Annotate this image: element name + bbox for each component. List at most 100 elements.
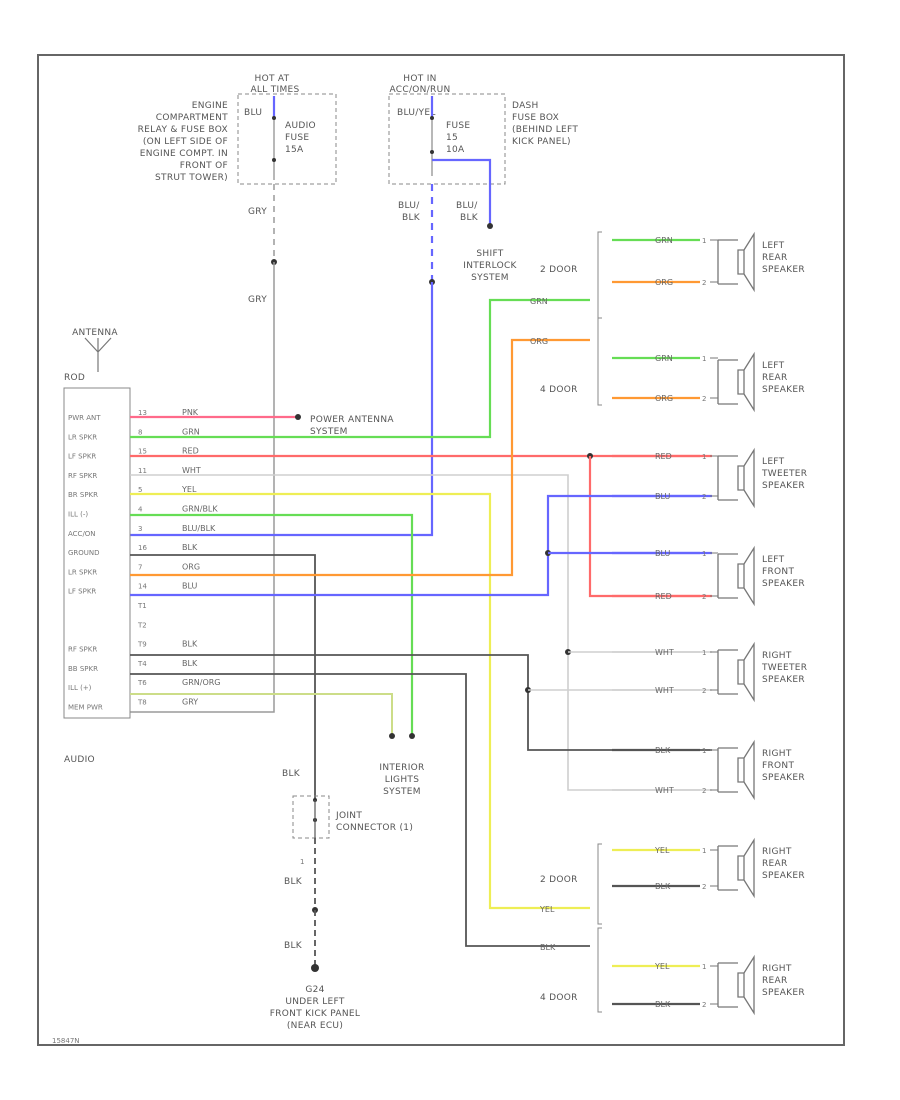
gry-wire: [130, 262, 275, 713]
pin-label: ACC/ON: [68, 530, 96, 538]
blk-rf-wire: [130, 654, 712, 751]
svg-text:(NEAR ECU): (NEAR ECU): [287, 1021, 343, 1031]
fuse-box-dashed: [237, 93, 337, 185]
speaker-label: RIGHT: [762, 964, 792, 974]
wire-color-label: GRN/BLK: [182, 505, 218, 514]
location-line-2: COMPARTMENT: [156, 113, 228, 123]
svg-text:BLK: BLK: [284, 877, 303, 887]
speaker-label: SPEAKER: [762, 675, 805, 685]
svg-text:UNDER LEFT: UNDER LEFT: [285, 997, 344, 1007]
location-line-7: STRUT TOWER): [155, 173, 228, 183]
svg-text:ROD: ROD: [64, 373, 85, 383]
speaker-wire-label: ORG: [655, 278, 673, 287]
speaker-label: TWEETER: [761, 663, 807, 673]
svg-text:HOT IN: HOT IN: [403, 74, 436, 84]
speaker-icon: [717, 351, 755, 413]
speaker-label: RIGHT: [762, 651, 792, 661]
pin-number: 8: [138, 428, 142, 436]
pin-label: ILL (+): [68, 684, 92, 692]
location-line-3: RELAY & FUSE BOX: [138, 125, 228, 135]
location-line-1: ENGINE: [192, 101, 228, 111]
pin-number: 1: [702, 355, 706, 363]
speaker-wire-label: BLU: [655, 492, 671, 501]
red-wire-2: [588, 456, 712, 598]
svg-text:POWER ANTENNA: POWER ANTENNA: [310, 415, 394, 425]
pin-label: MEM PWR: [68, 704, 103, 712]
svg-text:FUSE: FUSE: [446, 121, 470, 131]
pin-number: T1: [137, 602, 147, 610]
pin-number: 1: [702, 550, 706, 558]
svg-text:SYSTEM: SYSTEM: [310, 427, 348, 437]
pin-number: 13: [138, 409, 147, 417]
speaker-wire-label: YEL: [654, 962, 670, 971]
speaker-icon: [717, 739, 755, 801]
wht-wire: [130, 474, 712, 791]
pin-number: 2: [702, 787, 706, 795]
pin-number: 1: [702, 649, 706, 657]
speaker-wire-label: ORG: [655, 394, 673, 403]
svg-text:DASH: DASH: [512, 101, 539, 111]
pin-label: ILL (-): [68, 511, 88, 519]
pin-label: LF SPKR: [68, 588, 96, 596]
speaker-wire-label: BLK: [655, 1000, 671, 1009]
speaker-label: SPEAKER: [762, 988, 805, 998]
shift-interlock-1: SHIFT: [476, 249, 503, 259]
pin-number: 3: [138, 525, 142, 533]
speaker-wire-label: WHT: [655, 786, 674, 795]
pin-label: LF SPKR: [68, 453, 96, 461]
speaker-wire-label: WHT: [655, 648, 674, 657]
grn-wire: [130, 298, 590, 439]
speaker-label: REAR: [762, 373, 788, 383]
svg-text:BLU/YEL: BLU/YEL: [397, 108, 436, 118]
wire-color-label: BLU: [182, 582, 198, 591]
svg-text:4 DOOR: 4 DOOR: [540, 993, 578, 1003]
svg-text:BLU/: BLU/: [398, 201, 420, 211]
speaker-label: REAR: [762, 253, 788, 263]
pin-number: 1: [702, 237, 706, 245]
pin-number: T2: [137, 621, 147, 629]
org-wire: [130, 338, 590, 577]
audio-unit: [63, 387, 131, 719]
wire-color-label: BLK: [182, 659, 198, 668]
svg-text:BLK: BLK: [284, 941, 303, 951]
grn-blk-wire: [130, 513, 414, 736]
svg-text:10A: 10A: [446, 145, 465, 155]
svg-text:ACC/ON/RUN: ACC/ON/RUN: [389, 85, 450, 95]
blk-rr-wire: [130, 673, 590, 947]
svg-text:BLU/: BLU/: [456, 201, 478, 211]
pin-label: GROUND: [68, 549, 100, 557]
pin-number: 2: [702, 279, 706, 287]
pin-number: 2: [702, 493, 706, 501]
pin-number: 5: [138, 486, 142, 494]
speaker-label: LEFT: [762, 361, 785, 371]
speaker-label: TWEETER: [761, 469, 807, 479]
svg-text:FRONT KICK PANEL: FRONT KICK PANEL: [270, 1009, 360, 1019]
svg-text:(BEHIND LEFT: (BEHIND LEFT: [512, 125, 578, 135]
svg-text:CONNECTOR (1): CONNECTOR (1): [336, 823, 413, 833]
pin-number: 15: [138, 448, 147, 456]
joint-connector: [292, 795, 330, 839]
svg-text:KICK PANEL): KICK PANEL): [512, 137, 571, 147]
speaker-wire-label: BLK: [655, 746, 671, 755]
speaker-label: REAR: [762, 976, 788, 986]
pin-number: 4: [138, 506, 143, 514]
svg-text:ORG: ORG: [530, 337, 548, 346]
pin-number: T6: [137, 679, 147, 687]
speaker-wire-label: RED: [655, 592, 672, 601]
speaker-label: LEFT: [762, 457, 785, 467]
speaker-label: SPEAKER: [762, 481, 805, 491]
fuse-label-1: AUDIO: [285, 121, 316, 131]
wire-label: BLU: [244, 108, 262, 118]
svg-text:15: 15: [446, 133, 458, 143]
hot-label-line-2: ALL TIMES: [250, 85, 299, 95]
fuse-label-3: 15A: [285, 145, 304, 155]
grn-org-wire: [130, 693, 393, 736]
svg-text:FUSE BOX: FUSE BOX: [512, 113, 559, 123]
wire-color-label: RED: [182, 447, 199, 456]
pin-label: BB SPKR: [68, 665, 98, 673]
wire-color-label: BLU/BLK: [182, 524, 216, 533]
pin-number: 1: [702, 453, 706, 461]
